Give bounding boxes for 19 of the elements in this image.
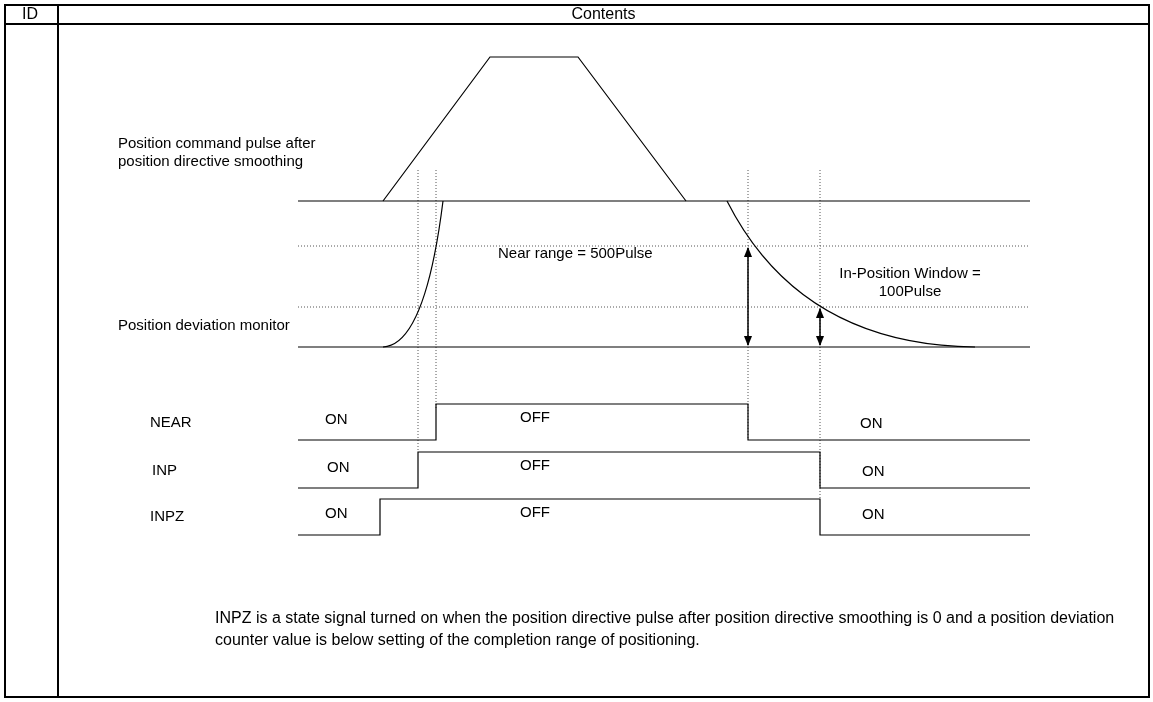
waveform-label: Position command pulse after position directive smoothing	[118, 134, 317, 170]
signal-name: INP	[152, 461, 177, 479]
state-label: ON	[327, 458, 350, 476]
waveform-label: Position deviation monitor	[118, 316, 290, 334]
state-label: OFF	[520, 456, 550, 474]
state-label: OFF	[520, 503, 550, 521]
state-label: ON	[860, 414, 883, 432]
signal-name: NEAR	[150, 413, 192, 431]
state-label: ON	[862, 462, 885, 480]
header-text: Contents	[570, 5, 637, 23]
signal-name: INPZ	[150, 507, 185, 525]
note-text: INPZ is a state signal turned on when the position directive pulse after position directive smoothing is 0 and a position deviation counter value is below setting of the completion range of positioning.	[215, 608, 1116, 650]
dimension-label: In-Position Window = 100Pulse	[838, 264, 982, 300]
header-text: ID	[22, 5, 38, 23]
state-label: ON	[325, 504, 348, 522]
dimension-label: Near range = 500Pulse	[498, 244, 653, 262]
state-label: ON	[862, 505, 885, 523]
state-label: OFF	[520, 408, 550, 426]
state-label: ON	[325, 410, 348, 428]
